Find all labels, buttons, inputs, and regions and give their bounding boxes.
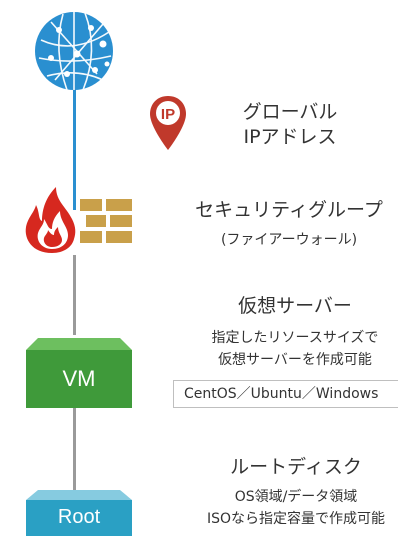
vm-root-connector-line bbox=[73, 405, 76, 490]
vm-box-icon bbox=[26, 338, 132, 408]
globe-icon bbox=[35, 12, 113, 91]
os-list-box: CentOS／Ubuntu／Windows bbox=[173, 380, 398, 408]
virtual-server-desc-line1: 指定したリソースサイズで bbox=[211, 330, 379, 346]
global-ip-title: グローバル IPアドレス bbox=[220, 100, 360, 150]
root-disk-desc-line1: OS領域/データ領域 bbox=[234, 489, 358, 505]
security-group-subtitle: (ファイアーウォール) bbox=[220, 232, 358, 248]
global-ip-title-line1: グローバル bbox=[242, 101, 338, 123]
root-disk-label: ルートディスク OS領域/データ領域 ISOなら指定容量で作成可能 bbox=[190, 455, 398, 530]
root-disk-icon bbox=[26, 490, 132, 536]
root-box-label: Root bbox=[57, 506, 101, 528]
security-group-label: セキュリティグループ (ファイアーウォール) bbox=[180, 198, 398, 251]
ip-pin-icon: IP bbox=[150, 96, 186, 150]
virtual-server-desc-line2: 仮想サーバーを作成可能 bbox=[218, 352, 372, 368]
firewall-vm-connector-line bbox=[73, 255, 76, 335]
global-ip-title-line2: IPアドレス bbox=[243, 126, 337, 148]
firewall-icon bbox=[25, 187, 132, 253]
internet-connector-line bbox=[73, 60, 76, 210]
os-list-text: CentOS／Ubuntu／Windows bbox=[184, 386, 379, 402]
virtual-server-title: 仮想サーバー bbox=[238, 295, 352, 317]
ip-badge-text: IP bbox=[161, 106, 175, 123]
root-disk-title: ルートディスク bbox=[230, 456, 362, 478]
virtual-server-label: 仮想サーバー 指定したリソースサイズで 仮想サーバーを作成可能 bbox=[190, 294, 398, 371]
vm-box-label: VM bbox=[62, 366, 96, 391]
root-disk-desc-line2: ISOなら指定容量で作成可能 bbox=[206, 511, 386, 527]
security-group-title: セキュリティグループ bbox=[195, 199, 383, 221]
